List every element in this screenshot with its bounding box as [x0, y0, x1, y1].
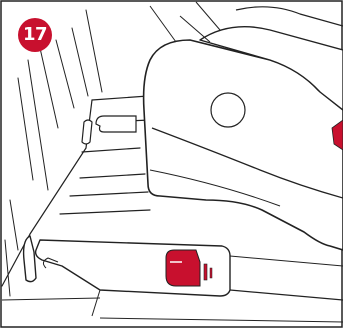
adjustment-knob-icon — [211, 93, 245, 127]
upper-isofix-guide — [82, 116, 136, 144]
floor-lines — [2, 298, 343, 322]
step-number-label: 17 — [23, 24, 47, 45]
step-number-badge: 17 — [18, 18, 52, 52]
